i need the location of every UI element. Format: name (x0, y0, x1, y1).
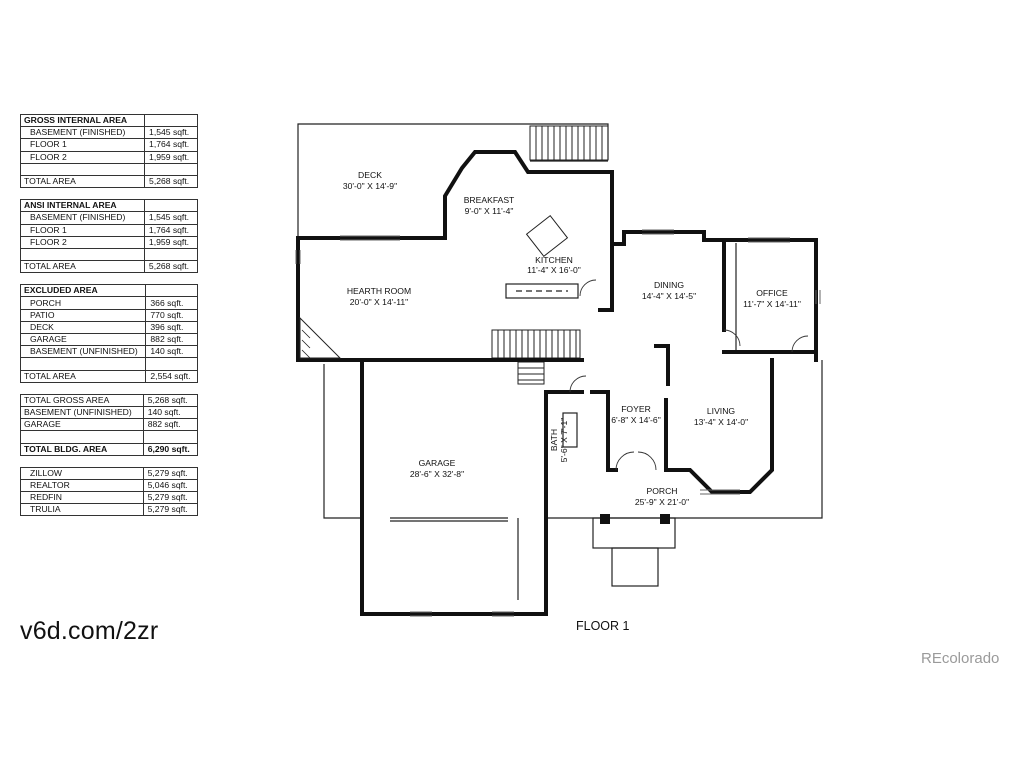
area-tables: GROSS INTERNAL AREA BASEMENT (FINISHED)1… (19, 113, 199, 527)
room-label-hearth-room: HEARTH ROOM (347, 286, 411, 296)
ansi-internal-area-table: ANSI INTERNAL AREA BASEMENT (FINISHED)1,… (20, 199, 199, 274)
room-label-foyer: FOYER (621, 404, 651, 414)
front-landing (611, 547, 659, 587)
room-labels: DECK 30'-0" X 14'-9" BREAKFAST 9'-0" X 1… (343, 170, 801, 507)
room-dims-hearth-room: 20'-0" X 14'-11" (350, 297, 408, 307)
room-dims-dining: 14'-4" X 14'-5" (642, 291, 696, 301)
garage-apron-outline (323, 364, 362, 519)
room-dims-garage: 28'-6" X 32'-8" (410, 469, 464, 479)
watermark-logo: REcolorado (921, 650, 1000, 667)
fireplace-icon (299, 316, 342, 359)
room-dims-kitchen: 11'-4" X 16'-0" (527, 265, 581, 275)
garage-wall (360, 358, 584, 616)
room-label-porch: PORCH (646, 486, 677, 496)
door-arcs (569, 279, 809, 471)
room-dims-bath: 5'-6" X 7'-1" (559, 418, 569, 463)
floor-label: FLOOR 1 (576, 619, 630, 633)
room-dims-living: 13'-4" X 14'-0" (694, 417, 748, 427)
porch-outline (545, 360, 823, 519)
table-row: BASEMENT (FINISHED)1,545 sqft. (19, 126, 198, 140)
window-marks (295, 229, 821, 617)
room-label-kitchen: KITCHEN (535, 255, 573, 265)
shortlink-url[interactable]: v6d.com/2zr (20, 617, 159, 645)
room-dims-breakfast: 9'-0" X 11'-4" (465, 206, 514, 216)
room-label-breakfast: BREAKFAST (464, 195, 515, 205)
hearth-room-wall (296, 150, 818, 362)
kitchen-cooktop-island (525, 215, 569, 257)
gross-internal-area-table: GROSS INTERNAL AREA BASEMENT (FINISHED)1… (19, 113, 198, 189)
room-label-dining: DINING (654, 280, 684, 290)
room-label-garage: GARAGE (419, 458, 456, 468)
room-dims-office: 11'-7" X 14'-11" (743, 299, 801, 309)
room-dims-foyer: 6'-8" X 14'-6" (611, 415, 661, 425)
room-label-living: LIVING (707, 406, 735, 416)
room-dims-deck: 30'-0" X 14'-9" (343, 181, 397, 191)
kitchen-island (505, 283, 579, 299)
porch-columns (600, 514, 670, 524)
bath-vanity (562, 412, 578, 448)
room-dims-porch: 25'-9" X 21'-0" (635, 497, 689, 507)
room-label-deck: DECK (358, 170, 382, 180)
room-label-office: OFFICE (756, 288, 788, 298)
room-label-bath: BATH (549, 429, 559, 451)
thick-walls (296, 150, 818, 616)
